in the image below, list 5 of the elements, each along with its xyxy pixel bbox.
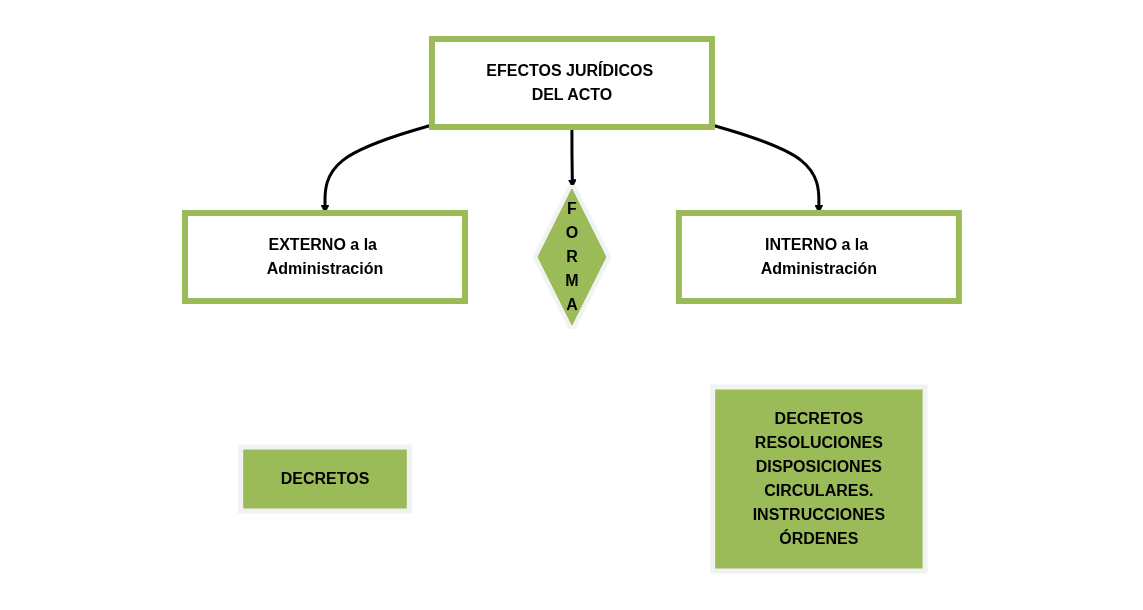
node-box: DECRETOS xyxy=(237,444,412,514)
node-box: EXTERNO a la Administración xyxy=(181,210,468,304)
node-box: INTERNO a la Administración xyxy=(675,210,962,304)
node-box: EFECTOS JURÍDICOS DEL ACTO xyxy=(428,36,715,130)
node-box: DECRETOS RESOLUCIONES DISPOSICIONES CIRCULARES. INSTRUCCIONES ÓRDENES xyxy=(709,384,928,574)
